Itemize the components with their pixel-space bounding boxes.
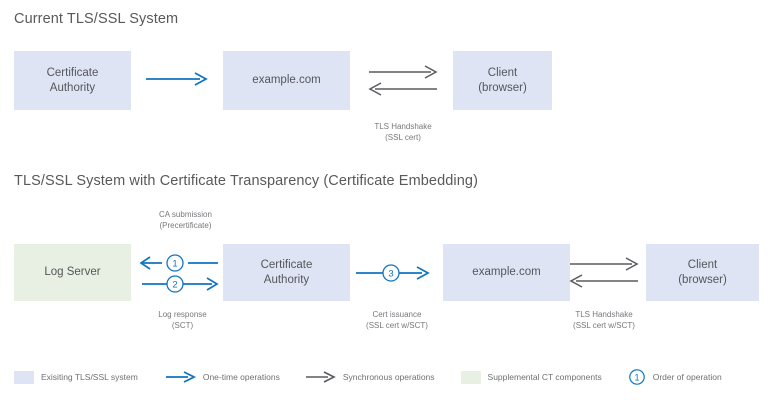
legend-item-ct-components: Supplemental CT components <box>460 370 602 384</box>
node-label-line1: Client <box>687 258 718 271</box>
node-label-line1: Client <box>487 66 518 79</box>
order-circle-number: 1 <box>634 372 639 382</box>
one-time-arrow-blue-icon <box>165 371 196 383</box>
node-label-line1: example.com <box>472 266 541 278</box>
node-label-line1: example.com <box>252 74 321 86</box>
synchronous-double-arrow-icon <box>368 65 438 96</box>
diagram2-title: TLS/SSL System with Certificate Transpar… <box>14 173 478 189</box>
node-example-com-2: example.com <box>443 244 570 301</box>
legend-label: Supplemental CT components <box>487 372 602 382</box>
one-time-arrow-right-3-icon: 3 <box>356 264 430 282</box>
legend-item-order-of-operation: 1 Order of operation <box>628 368 722 386</box>
existing-system-swatch-icon <box>14 370 34 384</box>
order-circle-icon: 1 <box>628 369 645 385</box>
caption-ca-submission: CA submission (Precertificate) <box>159 210 212 230</box>
node-example-com: example.com <box>223 51 350 110</box>
one-time-arrow-right-2-icon: 2 <box>142 275 219 293</box>
connector-tls-handshake-2 <box>568 256 640 290</box>
node-certificate-authority: Certificate Authority <box>14 51 131 110</box>
node-label-line2: Authority <box>263 273 310 286</box>
connector-ca-to-example <box>146 72 209 86</box>
node-label-line1: Certificate <box>46 66 99 79</box>
ct-component-swatch-icon <box>460 370 481 384</box>
node-client-browser-2: Client (browser) <box>646 244 759 301</box>
legend: Exisiting TLS/SSL system One-time operat… <box>14 365 759 389</box>
node-log-server: Log Server <box>14 244 131 301</box>
synchronous-arrow-gray-icon <box>305 371 336 383</box>
legend-label: Synchronous operations <box>342 372 435 382</box>
synchronous-double-arrow-icon <box>569 257 639 288</box>
legend-item-synchronous-operations: Synchronous operations <box>305 371 435 383</box>
node-label-line2: (browser) <box>478 81 527 94</box>
connector-cert-issuance: 3 <box>356 264 438 282</box>
caption-tls-handshake-1: TLS Handshake (SSL cert) <box>374 122 432 142</box>
caption-tls-handshake-2: TLS Handshake (SSL cert w/SCT) <box>573 310 635 330</box>
legend-item-existing-system: Exisiting TLS/SSL system <box>14 370 138 384</box>
legend-item-one-time-operations: One-time operations <box>165 371 280 383</box>
connector-group-log-ca: 1 2 <box>139 252 220 296</box>
caption-log-response: Log response (SCT) <box>158 310 207 330</box>
node-label-line2: Authority <box>49 81 96 94</box>
order-number-2: 2 <box>172 280 177 291</box>
legend-label: Exisiting TLS/SSL system <box>41 372 138 382</box>
caption-cert-issuance: Cert issuance (SSL cert w/SCT) <box>366 310 428 330</box>
node-label-line2: (browser) <box>678 273 727 286</box>
order-number-3: 3 <box>388 269 393 280</box>
connector-tls-handshake-1 <box>367 64 439 98</box>
node-label-line1: Log Server <box>44 266 101 278</box>
node-certificate-authority-2: Certificate Authority <box>223 244 350 301</box>
one-time-arrow-left-1-icon: 1 <box>139 254 218 272</box>
one-time-arrow-right-icon <box>146 72 208 86</box>
diagram1-title: Current TLS/SSL System <box>14 11 179 27</box>
node-client-browser: Client (browser) <box>453 51 552 110</box>
node-label-line1: Certificate <box>260 258 313 271</box>
legend-label: One-time operations <box>202 372 280 382</box>
legend-label: Order of operation <box>652 372 722 382</box>
order-number-1: 1 <box>172 259 177 270</box>
